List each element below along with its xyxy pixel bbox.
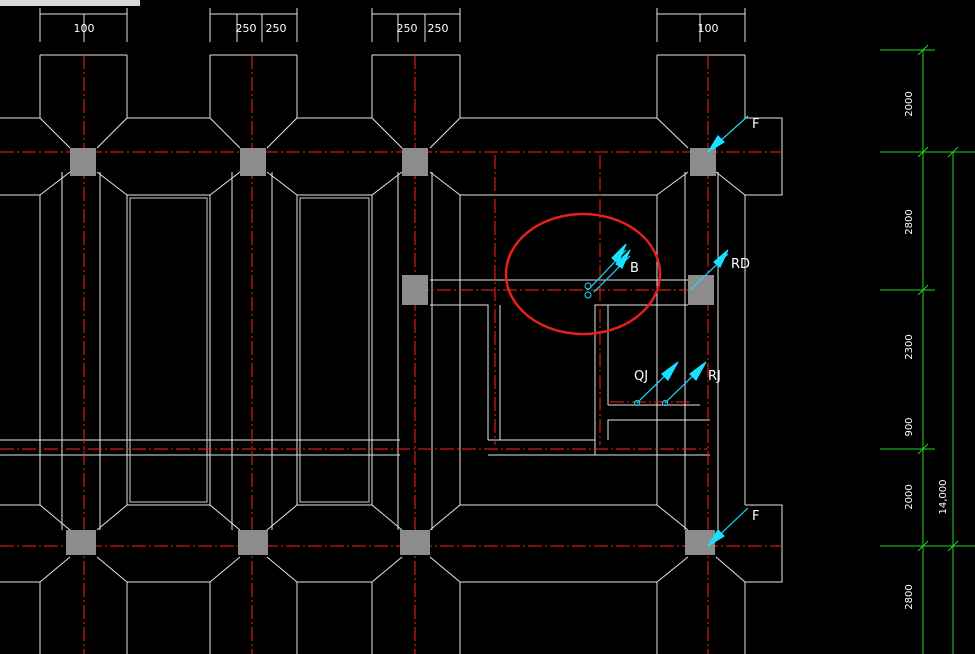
axis-lines [0,55,782,654]
top-dimension-1: 100 [74,22,95,35]
callout-label-rd: RD [731,257,750,272]
column [238,530,268,555]
column [70,148,96,176]
callout-label-qj: QJ [634,369,648,384]
callout-points [584,282,668,406]
top-dimension-6: 100 [698,22,719,35]
callout-label-rj: RJ [708,369,721,384]
side-dimension-chain [880,44,975,654]
side-dimension-2: 2800 [904,209,915,234]
side-dimension-6: 2800 [904,584,915,609]
window-title-bar [0,0,140,6]
callout-label-f-top: F [752,117,759,132]
top-dimension-2: 250 [236,22,257,35]
column [690,148,716,176]
side-dimension-5: 2000 [904,484,915,509]
top-dimension-3: 250 [266,22,287,35]
top-dimension-strip [39,8,746,42]
column [240,148,266,176]
top-dimension-5: 250 [428,22,449,35]
callout-label-b: B [630,261,639,276]
side-dimension-4: 900 [904,417,915,436]
side-dimension-3: 2300 [904,334,915,359]
top-dimension-4: 250 [397,22,418,35]
foundation-outlines [0,54,783,654]
side-dimension-1: 2000 [904,91,915,116]
total-dimension: 14,000 [938,480,949,515]
callout-leaders [587,115,749,547]
column [400,530,430,555]
column [402,148,428,176]
column [402,275,428,305]
highlight-circle [504,212,662,336]
column [66,530,96,555]
callout-label-f-bottom: F [752,509,759,524]
columns [66,148,716,555]
